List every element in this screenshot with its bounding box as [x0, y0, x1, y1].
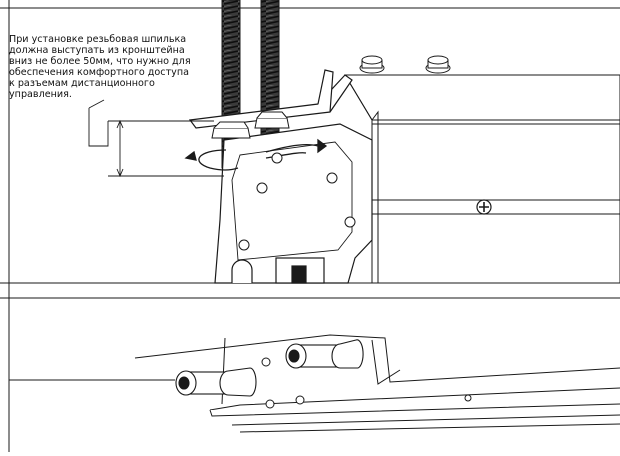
note-line-1: При установке резьбовая шпилька [9, 34, 187, 45]
bracket-screws [238, 152, 356, 251]
note-line-5: к разъемам дистанционного [9, 78, 155, 89]
note-line-2: должна выступать из кронштейна [9, 45, 185, 56]
mounting-bracket [214, 123, 373, 284]
unit-housing [344, 74, 620, 284]
note-leader [88, 99, 105, 109]
note-line-3: вниз не более 50мм, что нужно для [9, 56, 191, 67]
note-line-4: обеспечения комфортного доступа [9, 67, 189, 78]
ceiling-slab [0, 282, 620, 299]
standoff-bolts [175, 339, 364, 397]
connector-port [275, 257, 325, 284]
housing-screw [476, 199, 492, 215]
installation-note: При установке резьбовая шпилька должна в… [9, 34, 209, 100]
unit-rail [9, 334, 620, 433]
rail-screws [261, 357, 472, 409]
note-line-6: управления. [9, 89, 72, 100]
keyhole-slot [231, 259, 253, 283]
dimension-marker [88, 108, 224, 178]
top-screws [359, 55, 451, 74]
rod-nuts [211, 111, 290, 139]
